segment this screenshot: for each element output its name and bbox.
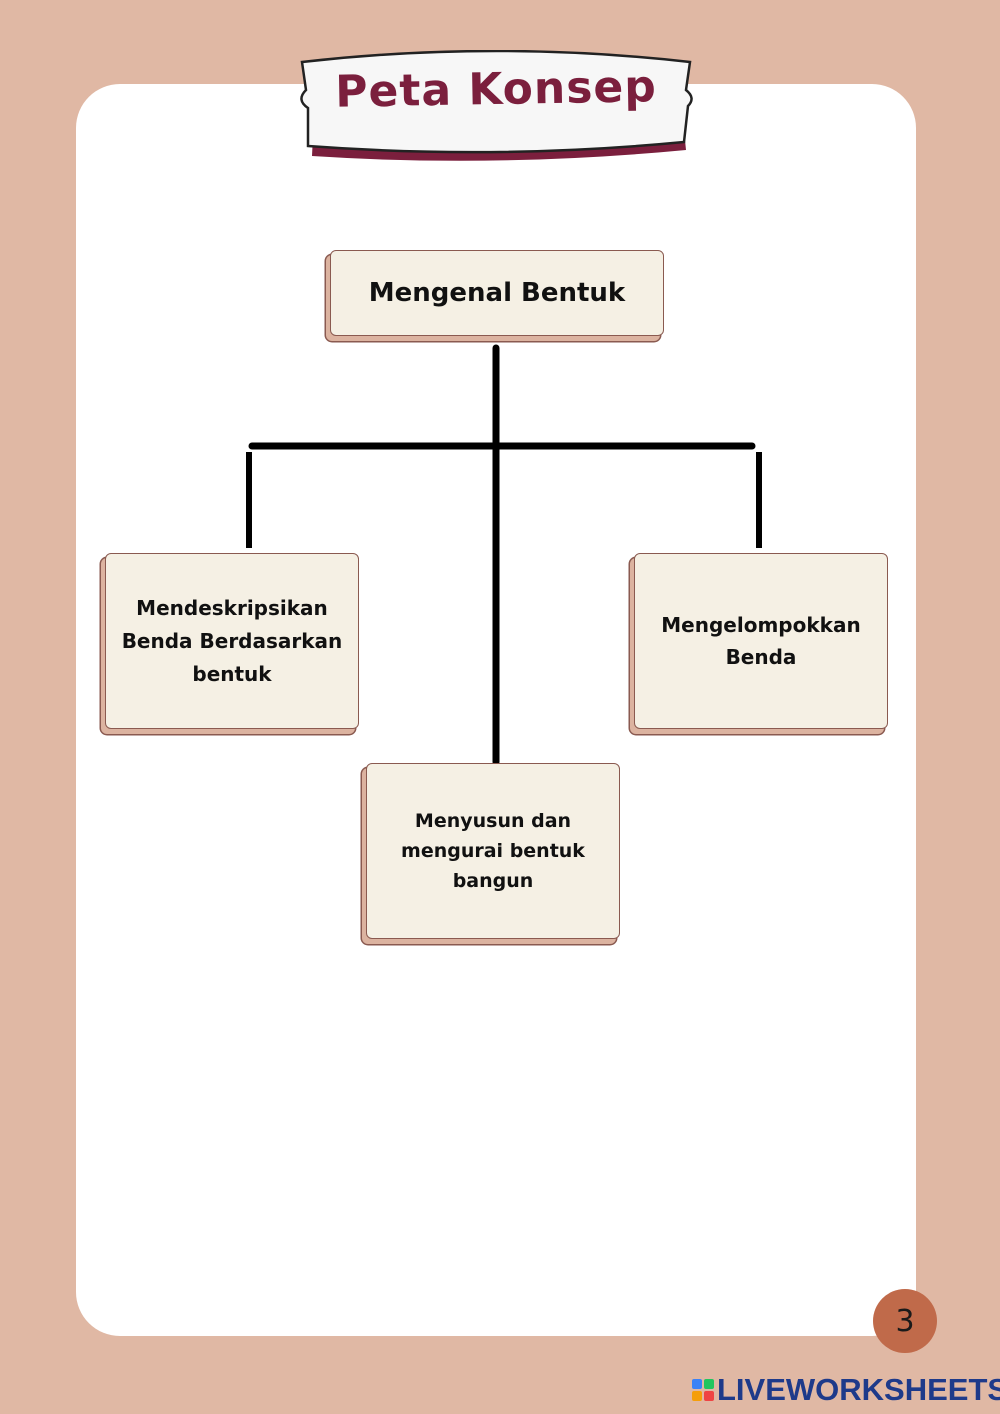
banner-ribbon-icon (300, 50, 693, 161)
child-node-describe: Mendeskripsikan Benda Berdasarkan bentuk (105, 553, 359, 729)
child-node-describe-line1: Mendeskripsikan (136, 595, 328, 620)
child-node-group-line1: Mengelompokkan (661, 613, 861, 637)
logo-square-1 (692, 1379, 702, 1389)
child-node-describe-line3: bentuk (192, 661, 272, 686)
root-node-label: Mengenal Bentuk (368, 278, 626, 308)
page-number-badge: 3 (873, 1289, 937, 1353)
logo-square-2 (704, 1379, 714, 1389)
child-node-compose: Menyusun dan mengurai bentuk bangun (366, 763, 620, 939)
child-node-compose-line3: bangun (452, 870, 534, 892)
child-node-describe-line2: Benda Berdasarkan (121, 628, 343, 653)
liveworksheets-watermark: LIVEWORKSHEETS (692, 1372, 1000, 1408)
child-node-compose-line1: Menyusun dan (414, 810, 572, 832)
title-banner: Peta Konsep (294, 50, 698, 166)
root-node: Mengenal Bentuk (330, 250, 664, 336)
child-node-compose-line2: mengurai bentuk (401, 840, 585, 862)
logo-square-3 (692, 1391, 702, 1401)
watermark-text: LIVEWORKSHEETS (717, 1372, 1000, 1407)
liveworksheets-logo-icon (692, 1379, 714, 1401)
child-node-group: Mengelompokkan Benda (634, 553, 888, 729)
child-node-group-line2: Benda (725, 645, 797, 669)
logo-square-4 (704, 1391, 714, 1401)
page-number: 3 (895, 1303, 915, 1339)
